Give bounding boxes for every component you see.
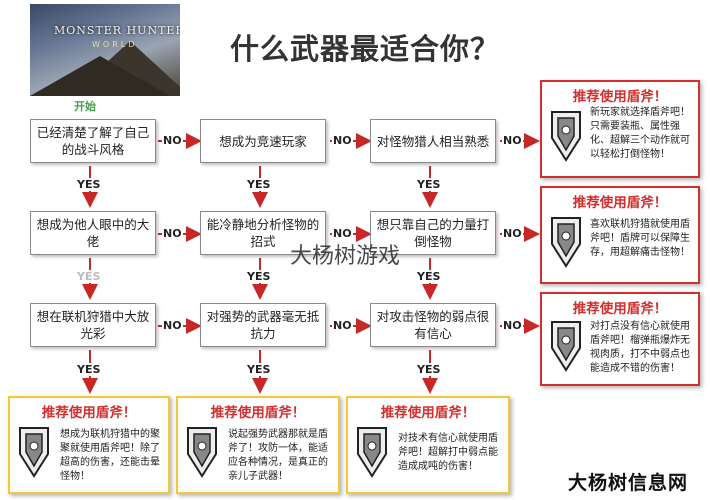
question-box-9: 对攻击怪物的弱点很有信心 [370,303,496,347]
yes-label: YES [246,363,272,376]
recommend-text: 对打点没有信心就使用盾斧吧！榴弹瓶爆炸无视肉质，打不中弱点也能造成不错的伤害！ [590,321,690,374]
no-label: NO [162,227,183,240]
watermark-site: 大杨树信息网 [568,472,689,494]
no-label: NO [162,134,183,147]
recommend-box-6: 推荐使用盾斧！ 对技术有信心就使用盾斧吧！超解打中弱点能造成成吨的伤害！ [346,396,510,494]
recommend-text: 想成为联机狩猎中的聚聚就使用盾斧吧！除了超高的伤害，还能击晕怪物！ [60,429,160,482]
question-box-6: 想只靠自己的力量打倒怪物 [370,211,496,255]
charge-blade-icon [548,214,584,274]
recommend-box-4: 推荐使用盾斧！ 想成为联机狩猎中的聚聚就使用盾斧吧！除了超高的伤害，还能击晕怪物… [8,396,170,494]
recommend-box-3: 推荐使用盾斧！ 对打点没有信心就使用盾斧吧！榴弹瓶爆炸无视肉质，打不中弱点也能造… [540,292,700,386]
question-box-7: 想在联机狩猎中大放光彩 [30,303,156,347]
yes-label: YES [76,363,102,376]
question-box-8: 对强势的武器毫无抵抗力 [200,303,326,347]
recommend-text: 对技术有信心就使用盾斧吧！超解打中弱点能造成成吨的伤害！ [398,433,498,472]
yes-label: YES [246,178,272,191]
no-label: NO [502,134,523,147]
yes-label: YES [416,270,442,283]
charge-blade-icon [184,424,220,484]
charge-blade-icon [354,424,390,484]
yes-label: YES [416,178,442,191]
recommend-box-5: 推荐使用盾斧！ 说起强势武器那就是盾斧了！攻防一体，能适应各种情况，是真正的亲儿… [176,396,340,494]
charge-blade-icon [548,318,584,378]
yes-label: YES [76,178,102,191]
recommend-title: 推荐使用盾斧！ [572,301,668,317]
yes-label: YES [76,270,102,283]
charge-blade-icon [16,424,52,484]
recommend-box-2: 推荐使用盾斧！ 喜欢联机狩猎就使用盾斧吧！盾牌可以保障生存，用超解痛击怪物！ [540,186,700,284]
question-box-4: 想成为他人眼中的大佬 [30,211,156,255]
page-title: 什么武器最适合你？ [230,32,501,66]
recommend-box-1: 推荐使用盾斧！ 新玩家就选择盾斧吧！只需要装瓶、属性强化、超解三个动作就可以轻松… [540,80,700,178]
charge-blade-icon [548,108,584,168]
no-label: NO [502,227,523,240]
recommend-title: 推荐使用盾斧！ [572,89,668,105]
recommend-text: 新玩家就选择盾斧吧！只需要装瓶、属性强化、超解三个动作就可以轻松打倒怪物！ [590,107,690,160]
no-label: NO [332,134,353,147]
no-label: NO [162,319,183,332]
recommend-title: 推荐使用盾斧！ [380,405,476,421]
recommend-title: 推荐使用盾斧！ [210,405,306,421]
logo-subtitle: WORLD [92,40,138,49]
no-label: NO [502,319,523,332]
question-box-5: 能冷静地分析怪物的招式 [200,211,326,255]
no-label: NO [332,319,353,332]
recommend-title: 推荐使用盾斧！ [572,195,668,211]
recommend-title: 推荐使用盾斧！ [41,405,137,421]
yes-label: YES [246,270,272,283]
monster-hunter-logo: MONSTER HUNTER WORLD [30,4,180,96]
recommend-text: 喜欢联机狩猎就使用盾斧吧！盾牌可以保障生存，用超解痛击怪物！ [590,219,690,258]
start-label: 开始 [74,100,96,113]
no-label: NO [332,227,353,240]
question-box-1: 已经清楚了解了自己的战斗风格 [30,119,156,163]
logo-title: MONSTER HUNTER [54,24,180,37]
watermark: 大杨树游戏 [290,244,401,269]
recommend-text: 说起强势武器那就是盾斧了！攻防一体，能适应各种情况，是真正的亲儿子武器！ [228,429,328,482]
yes-label: YES [416,363,442,376]
question-box-2: 想成为竞速玩家 [200,119,326,163]
question-box-3: 对怪物猎人相当熟悉 [370,119,496,163]
